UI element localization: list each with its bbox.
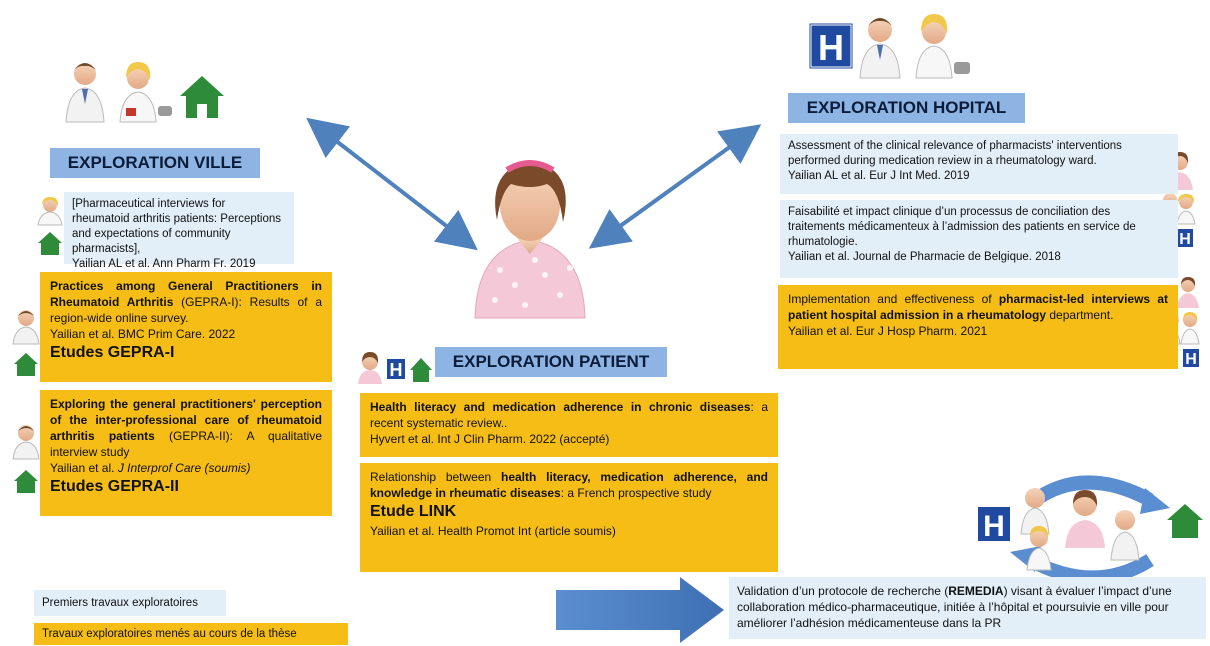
ville-box1-ref: Yailian AL et al. Ann Pharm Fr. 2019: [72, 258, 256, 270]
pharmacist-icon: [1026, 526, 1052, 571]
hopital-box-clinical-relevance: Assessment of the clinical relevance of …: [780, 134, 1178, 194]
house-icon: [180, 76, 224, 118]
patient-box1-bold: Health literacy and medication adherence…: [370, 400, 751, 414]
patient-box1-ref: Hyvert et al. Int J Clin Pharm. 2022 (ac…: [370, 432, 610, 446]
svg-text:H: H: [390, 360, 403, 380]
doctor-icon: [859, 18, 901, 79]
patient-icon: [1065, 490, 1105, 548]
hop-box1-text: Assessment of the clinical relevance of …: [788, 140, 1122, 167]
ville-box-gepra1: Practices among General Practitioners in…: [40, 272, 332, 382]
hopital-box-conciliation: Faisabilité et impact clinique d’un proc…: [780, 200, 1178, 278]
gepra2-icons: [12, 425, 40, 493]
gepra2-ref-italic: J Interprof Care (soumis): [117, 461, 251, 475]
house-icon: [14, 470, 38, 493]
doctor-icon: [65, 63, 105, 123]
remedia-cycle-icon: H: [976, 475, 1203, 585]
patient-box2-ref: Yailian et al. Health Promot Int (articl…: [370, 524, 616, 538]
gepra2-ref: Yailian et al. J Interprof Care (soumis): [50, 460, 322, 476]
gepra2-study: Etudes GEPRA-II: [50, 478, 179, 495]
doctor-icon: [12, 425, 40, 460]
svg-text:H: H: [983, 510, 1005, 543]
pharmacist-icon: [1180, 312, 1200, 345]
ville-box1-icons: [37, 197, 63, 255]
patient-box2-bold: health literacy, medication adherence, a…: [370, 470, 768, 500]
arrow-hopital-patient: [588, 124, 762, 249]
gepra1-study: Etudes GEPRA-I: [50, 344, 175, 361]
gepra2-bold: Exploring the general practitioners' per…: [50, 397, 322, 443]
doctor-icon: [12, 310, 40, 345]
hop-box3-post: department.: [1046, 308, 1114, 322]
house-icon: [38, 232, 62, 255]
hospital-icon: H: [385, 357, 407, 381]
house-icon: [410, 358, 432, 382]
remedia-box: Validation d’un protocole de recherche (…: [729, 577, 1206, 639]
gepra1-rest: (GEPRA-I): Results of a region-wide onli…: [50, 295, 322, 325]
hop-box1-ref: Yailian AL et al. Eur J Int Med. 2019: [788, 170, 970, 182]
hospital-icon: H: [1181, 347, 1201, 369]
pharmacist-icon: [1176, 194, 1196, 225]
gepra1-bold: Practices among General Practitioners in…: [50, 279, 322, 309]
svg-text:H: H: [1179, 231, 1191, 248]
gepra1-icons: [12, 310, 40, 376]
gepra1-ref: Yailian et al. BMC Prim Care. 2022: [50, 327, 236, 341]
patient-title-icons: H: [358, 352, 432, 384]
svg-text:H: H: [1185, 351, 1197, 368]
gepra2-rest: (GEPRA-II): A qualitative interview stud…: [50, 429, 322, 459]
remedia-pre: Validation d’un protocole de recherche (: [737, 584, 949, 598]
arrow-to-remedia: [556, 577, 724, 643]
pharmacist-icon: [119, 62, 172, 123]
hospital-icon: H: [1175, 227, 1195, 249]
patient-box2-pre: Relationship between: [370, 470, 501, 484]
ville-box-gepra2: Exploring the general practitioners' per…: [40, 390, 332, 516]
hop-box2-text: Faisabilité et impact clinique d’un proc…: [788, 206, 1136, 248]
hospital-icon: H: [976, 505, 1012, 543]
house-icon: [14, 353, 38, 376]
patient-box2-rest: : a French prospective study: [560, 486, 712, 500]
hospital-icon: H: [808, 22, 854, 70]
patient-box-link-study: Relationship between health literacy, me…: [360, 463, 778, 572]
hop-box3-ref: Yailian et al. Eur J Hosp Pharm. 2021: [788, 324, 988, 338]
patient-icon: [474, 160, 586, 319]
arrow-ville-patient: [306, 117, 478, 251]
ville-box-community-pharmacists: [Pharmaceutical interviews for rheumatoi…: [64, 192, 294, 270]
ville-icons: [65, 62, 224, 123]
patient-box2-study: Etude LINK: [370, 503, 457, 520]
patient-title: EXPLORATION PATIENT: [435, 347, 667, 377]
house-icon: [1167, 504, 1203, 538]
remedia-post: ) visant à évaluer l’impact d’une collab…: [737, 584, 1172, 630]
hopital-title: EXPLORATION HOPITAL: [788, 93, 1025, 123]
patient-icon: [1177, 277, 1199, 308]
legend-first: Premiers travaux exploratoires: [34, 590, 226, 616]
ville-box1-text: [Pharmaceutical interviews for rheumatoi…: [72, 198, 282, 255]
hop-box3-bold: pharmacist-led interviews at patient hos…: [788, 292, 1168, 322]
gepra2-ref-plain: Yailian et al.: [50, 461, 118, 475]
pharmacist-icon: [915, 14, 970, 79]
pharmacist-icon: [37, 197, 63, 226]
remedia-bold: REMEDIA: [948, 584, 1004, 598]
patient-icon: [358, 352, 382, 384]
hopital-icons: H: [808, 14, 970, 79]
hopital-box-pharmacist-led: Implementation and effectiveness of phar…: [778, 285, 1178, 369]
doctor-icon: [1110, 510, 1140, 561]
svg-text:H: H: [818, 27, 844, 68]
hop-box2-ref: Yailian et al. Journal de Pharmacie de B…: [788, 251, 1061, 263]
ville-title: EXPLORATION VILLE: [50, 148, 260, 178]
patient-box-systematic-review: Health literacy and medication adherence…: [360, 393, 778, 457]
hop-box3-pre: Implementation and effectiveness of: [788, 292, 999, 306]
legend-second: Travaux exploratoires menés au cours de …: [34, 623, 348, 645]
patient-box1-rest: : a recent systematic review..: [370, 400, 769, 430]
